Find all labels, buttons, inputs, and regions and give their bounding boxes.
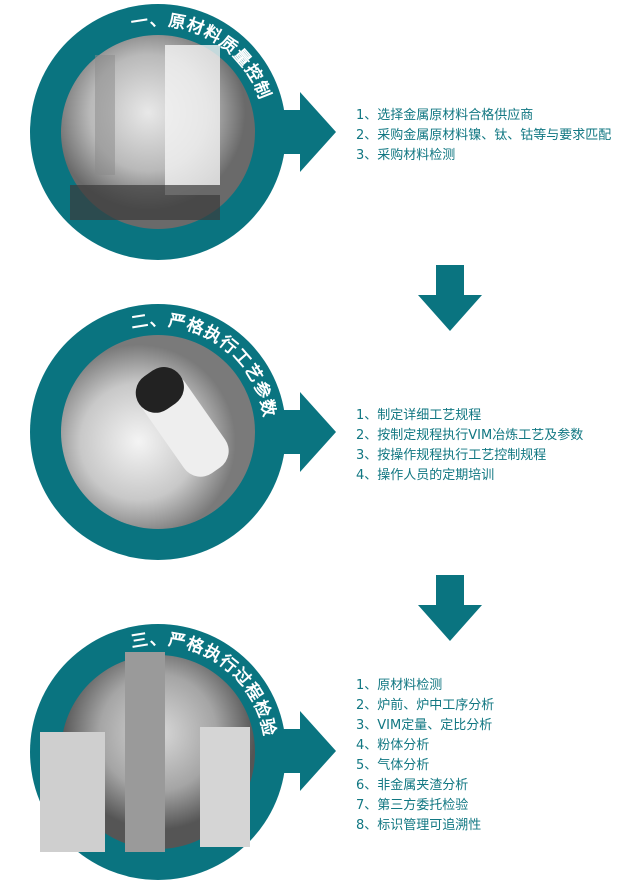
right-arrow-icon (270, 711, 336, 791)
list-item: 4、粉体分析 (356, 738, 430, 753)
section-2-circle: 二、严格执行工艺参数 (30, 304, 336, 560)
section-3-circle: 三、严格执行过程检验 (30, 624, 336, 880)
list-item: 7、第三方委托检验 (356, 798, 469, 813)
list-item: 1、选择金属原材料合格供应商 (356, 108, 534, 123)
list-item: 3、VIM定量、定比分析 (356, 718, 493, 733)
list-item: 3、采购材料检测 (356, 148, 456, 163)
list-item: 2、按制定规程执行VIM冶炼工艺及参数 (356, 428, 584, 443)
section-1-circle: 一、原材料质量控制 (30, 4, 336, 260)
list-item: 1、原材料检测 (356, 678, 443, 693)
right-arrow-icon (270, 92, 336, 172)
list-item: 6、非金属夹渣分析 (356, 778, 469, 793)
down-arrow-icon (418, 265, 482, 331)
microscope-eyepiece-photo (61, 335, 255, 529)
list-item: 5、气体分析 (356, 758, 430, 773)
list-item: 1、制定详细工艺规程 (356, 408, 482, 423)
list-item: 4、操作人员的定期培训 (356, 468, 495, 483)
list-item: 2、炉前、炉中工序分析 (356, 698, 495, 713)
item-list: 1、制定详细工艺规程 2、按制定规程执行VIM冶炼工艺及参数 3、按操作规程执行… (356, 406, 583, 486)
list-item: 8、标识管理可追溯性 (356, 818, 482, 833)
right-arrow-icon (270, 392, 336, 472)
list-item: 3、按操作规程执行工艺控制规程 (356, 448, 547, 463)
list-item: 2、采购金属原材料镍、钛、钴等与要求匹配 (356, 128, 612, 143)
item-list: 1、选择金属原材料合格供应商 2、采购金属原材料镍、钛、钴等与要求匹配 3、采购… (356, 106, 611, 166)
down-arrow-icon (418, 575, 482, 641)
item-list: 1、原材料检测 2、炉前、炉中工序分析 3、VIM定量、定比分析 4、粉体分析 … (356, 676, 494, 836)
